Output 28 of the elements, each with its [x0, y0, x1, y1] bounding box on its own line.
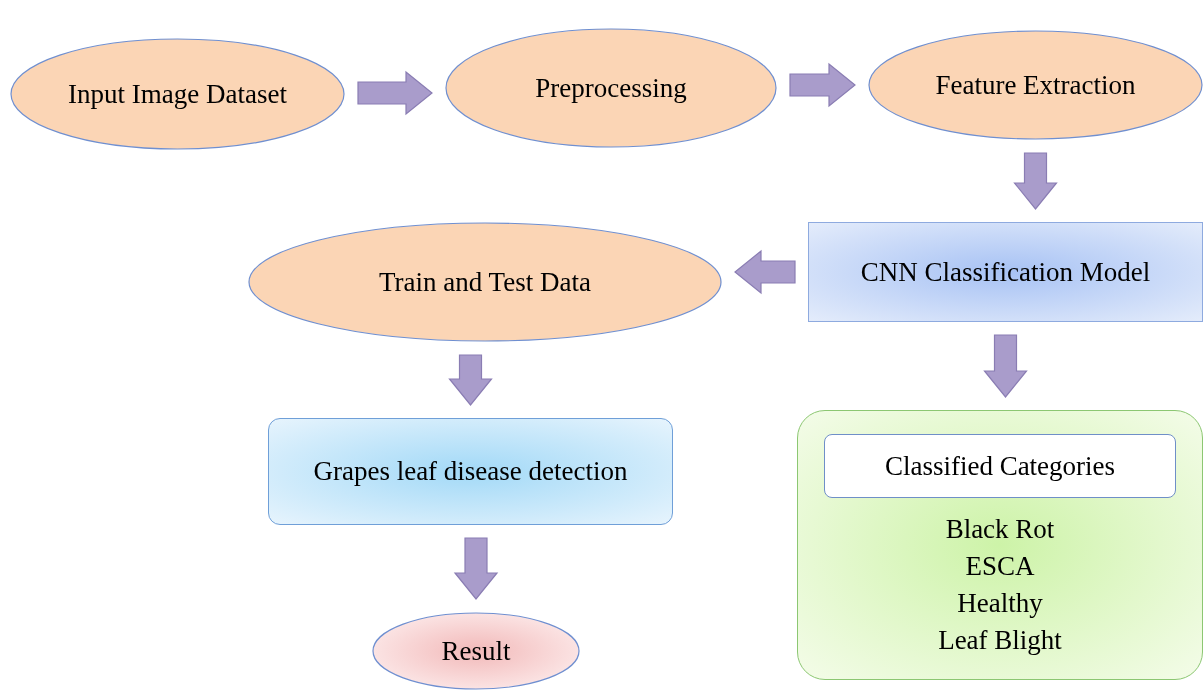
node-label: Train and Test Data [378, 265, 592, 299]
block-arrow [983, 334, 1028, 398]
node-label: Preprocessing [535, 71, 687, 105]
process-ellipse [10, 38, 345, 150]
node-label: Result [441, 634, 511, 668]
block-arrow [357, 70, 433, 116]
block-arrow [789, 62, 856, 108]
heading-box [824, 434, 1176, 498]
block-arrow [734, 249, 796, 295]
category-label: Healthy [956, 587, 1044, 620]
block-arrow [448, 354, 493, 406]
process-ellipse [445, 28, 777, 148]
category-label: ESCA [964, 550, 1036, 583]
process-box [268, 418, 673, 525]
category-label: Leaf Blight [937, 624, 1063, 657]
block-arrow [453, 537, 499, 600]
node-label: Input Image Dataset [68, 77, 287, 111]
result-ellipse [372, 612, 580, 690]
node-label: Classified Categories [883, 449, 1117, 483]
node-label: CNN Classification Model [859, 255, 1152, 289]
model-box [808, 222, 1203, 322]
node-label: Feature Extraction [935, 68, 1136, 102]
node-label: Grapes leaf disease detection [312, 455, 629, 488]
categories-panel [797, 410, 1203, 680]
process-ellipse [868, 30, 1203, 140]
process-ellipse [248, 222, 722, 342]
block-arrow [1013, 152, 1058, 210]
category-label: Black Rot [944, 513, 1056, 546]
